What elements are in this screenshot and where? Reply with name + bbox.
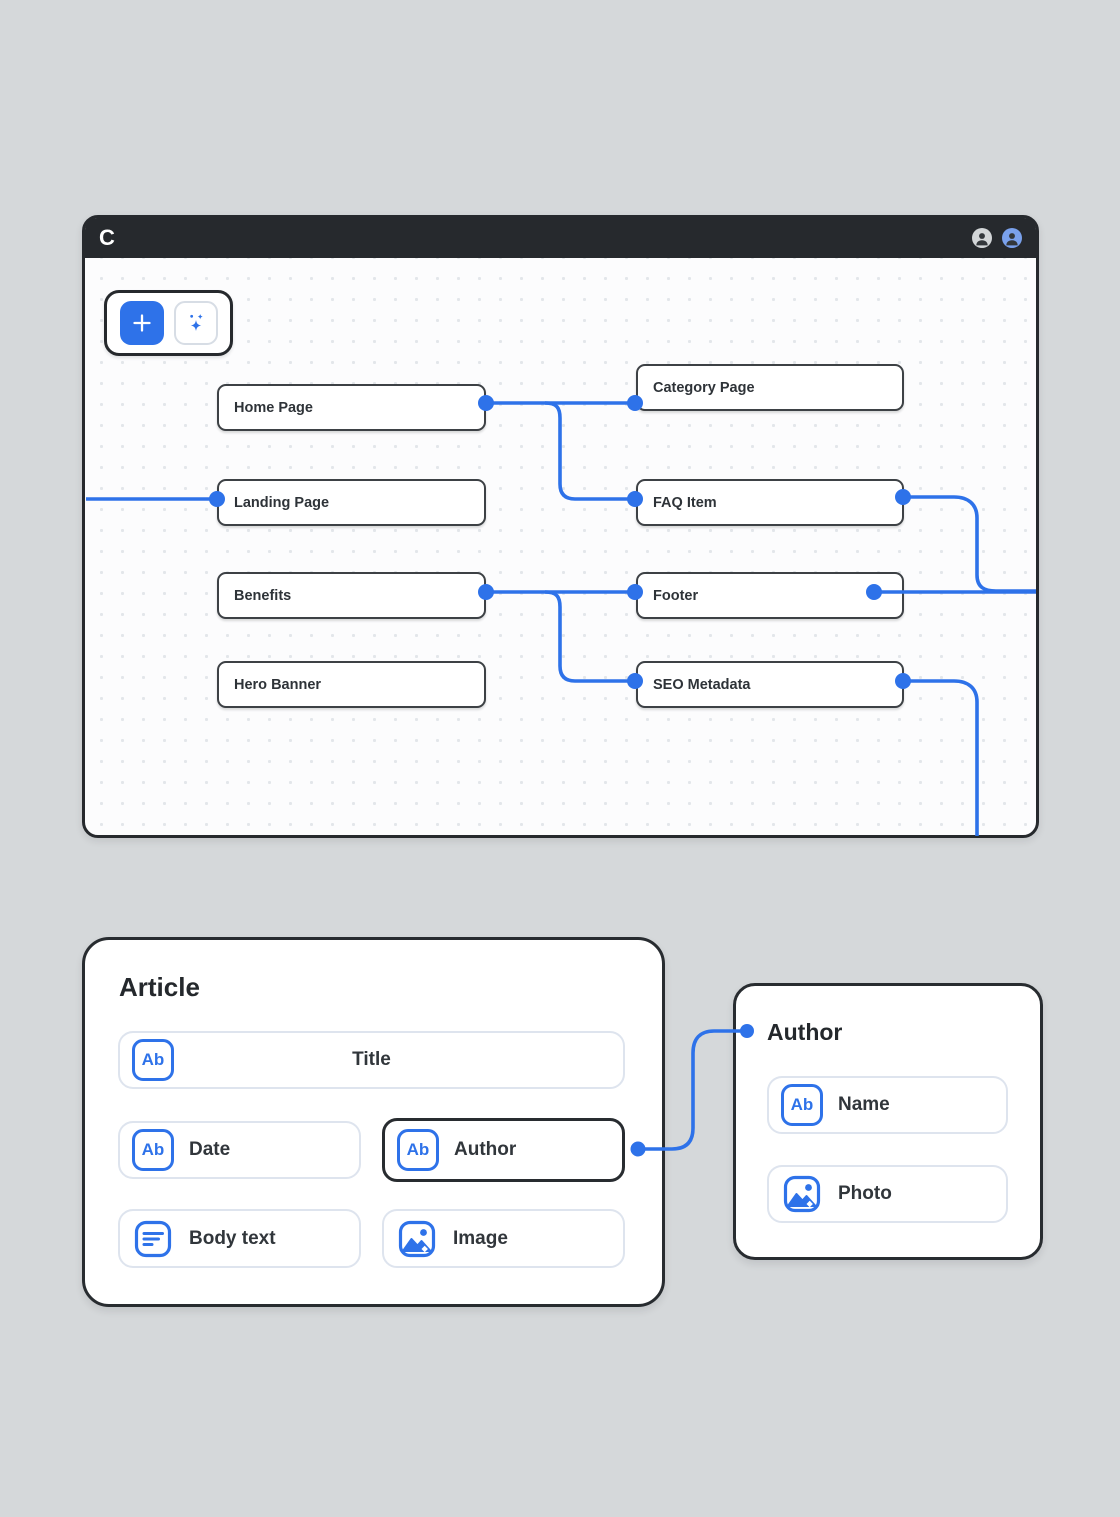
node-category-page[interactable]: Category Page bbox=[636, 364, 904, 411]
field-label: Image bbox=[453, 1227, 508, 1249]
person-icon bbox=[976, 233, 988, 246]
field-label: Date bbox=[189, 1139, 231, 1160]
ai-button[interactable] bbox=[173, 301, 218, 345]
node-home-page[interactable]: Home Page bbox=[217, 384, 486, 431]
field-title[interactable]: Ab Title bbox=[118, 1031, 625, 1089]
field-name[interactable]: Ab Name bbox=[767, 1076, 1008, 1134]
canvas-toolbar bbox=[104, 290, 233, 356]
field-body-text[interactable]: Body text bbox=[118, 1209, 361, 1268]
field-author-selected[interactable]: Ab Author bbox=[382, 1118, 625, 1182]
node-label: SEO Metadata bbox=[653, 676, 751, 693]
collaborator-avatars bbox=[972, 228, 1022, 248]
field-label: Photo bbox=[838, 1183, 892, 1204]
node-seo-metadata[interactable]: SEO Metadata bbox=[636, 661, 904, 708]
node-label: Category Page bbox=[653, 379, 755, 396]
person-icon bbox=[1006, 233, 1018, 246]
card-title: Author bbox=[767, 1019, 843, 1045]
node-label: Benefits bbox=[234, 587, 292, 604]
node-faq-item[interactable]: FAQ Item bbox=[636, 479, 904, 526]
text-field-icon: Ab bbox=[397, 1129, 439, 1171]
window-titlebar: C bbox=[85, 218, 1036, 258]
node-label: Home Page bbox=[234, 399, 313, 416]
image-icon bbox=[783, 1175, 821, 1213]
field-label: Body text bbox=[189, 1227, 276, 1249]
author-content-type-card: Author Ab Name Photo bbox=[733, 983, 1043, 1260]
plus-icon bbox=[132, 314, 151, 332]
field-photo[interactable]: Photo bbox=[767, 1165, 1008, 1223]
app-logo: C bbox=[99, 225, 116, 250]
add-button[interactable] bbox=[119, 301, 164, 345]
node-landing-page[interactable]: Landing Page bbox=[217, 479, 486, 526]
node-label: Footer bbox=[653, 587, 699, 604]
field-date[interactable]: Ab Date bbox=[118, 1121, 361, 1179]
content-model-window: C bbox=[82, 215, 1039, 838]
text-field-icon: Ab bbox=[132, 1129, 174, 1171]
node-benefits[interactable]: Benefits bbox=[217, 572, 486, 619]
field-label: Author bbox=[454, 1139, 517, 1160]
field-label: Title bbox=[352, 1049, 391, 1070]
node-label: FAQ Item bbox=[653, 494, 717, 511]
article-content-type-card: Article Ab Title Ab Date Ab Author Body … bbox=[82, 937, 665, 1307]
node-label: Landing Page bbox=[234, 494, 330, 511]
node-label: Hero Banner bbox=[234, 676, 322, 693]
text-field-icon: Ab bbox=[781, 1084, 823, 1126]
rich-text-icon bbox=[134, 1220, 172, 1257]
field-label: Name bbox=[838, 1094, 890, 1115]
model-canvas[interactable]: Home Page Landing Page Benefits Hero Ban… bbox=[85, 258, 1036, 835]
user-avatar-icon[interactable] bbox=[1002, 228, 1022, 248]
field-image[interactable]: Image bbox=[382, 1209, 625, 1268]
user-avatar-icon[interactable] bbox=[972, 228, 992, 248]
image-icon bbox=[398, 1220, 436, 1257]
node-hero-banner[interactable]: Hero Banner bbox=[217, 661, 486, 708]
text-field-icon: Ab bbox=[132, 1039, 174, 1081]
sparkle-icon bbox=[189, 313, 203, 332]
card-title: Article bbox=[119, 972, 200, 1002]
node-footer[interactable]: Footer bbox=[636, 572, 904, 619]
